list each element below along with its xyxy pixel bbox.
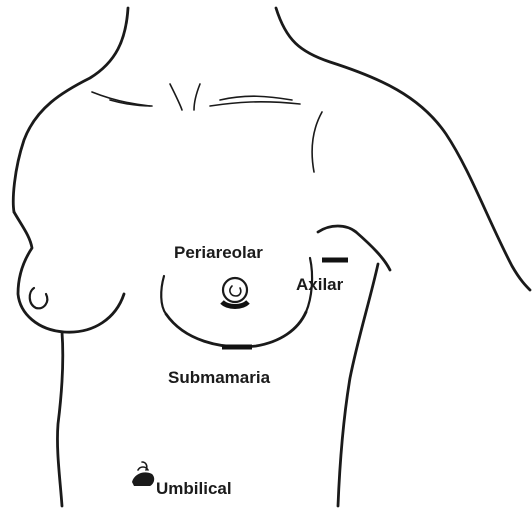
right-breast-lower-arc xyxy=(166,312,306,347)
periareolar-label: Periareolar xyxy=(174,244,263,261)
right-arm-inner xyxy=(356,232,390,270)
axilar-label: Axilar xyxy=(296,276,343,293)
left-clavicle xyxy=(92,92,150,106)
left-torso-side xyxy=(57,332,62,506)
right-shoulder-outline xyxy=(276,8,530,290)
areola xyxy=(223,278,247,302)
right-breast-upper-left xyxy=(161,276,166,314)
umbilical-label: Umbilical xyxy=(156,480,232,497)
sternal-notch-right xyxy=(194,84,200,110)
nipple xyxy=(230,286,241,296)
left-nipple xyxy=(30,288,48,308)
left-breast-outline xyxy=(14,212,124,332)
submamaria-label: Submamaria xyxy=(168,369,270,386)
axillary-fold xyxy=(318,226,356,232)
right-torso-side xyxy=(338,264,378,506)
right-deltoid xyxy=(312,112,322,172)
right-clavicle-inner xyxy=(210,102,300,106)
navel-icon xyxy=(132,462,154,486)
sternal-notch-left xyxy=(170,84,182,110)
right-clavicle xyxy=(220,96,292,100)
left-shoulder-outline xyxy=(13,8,128,212)
